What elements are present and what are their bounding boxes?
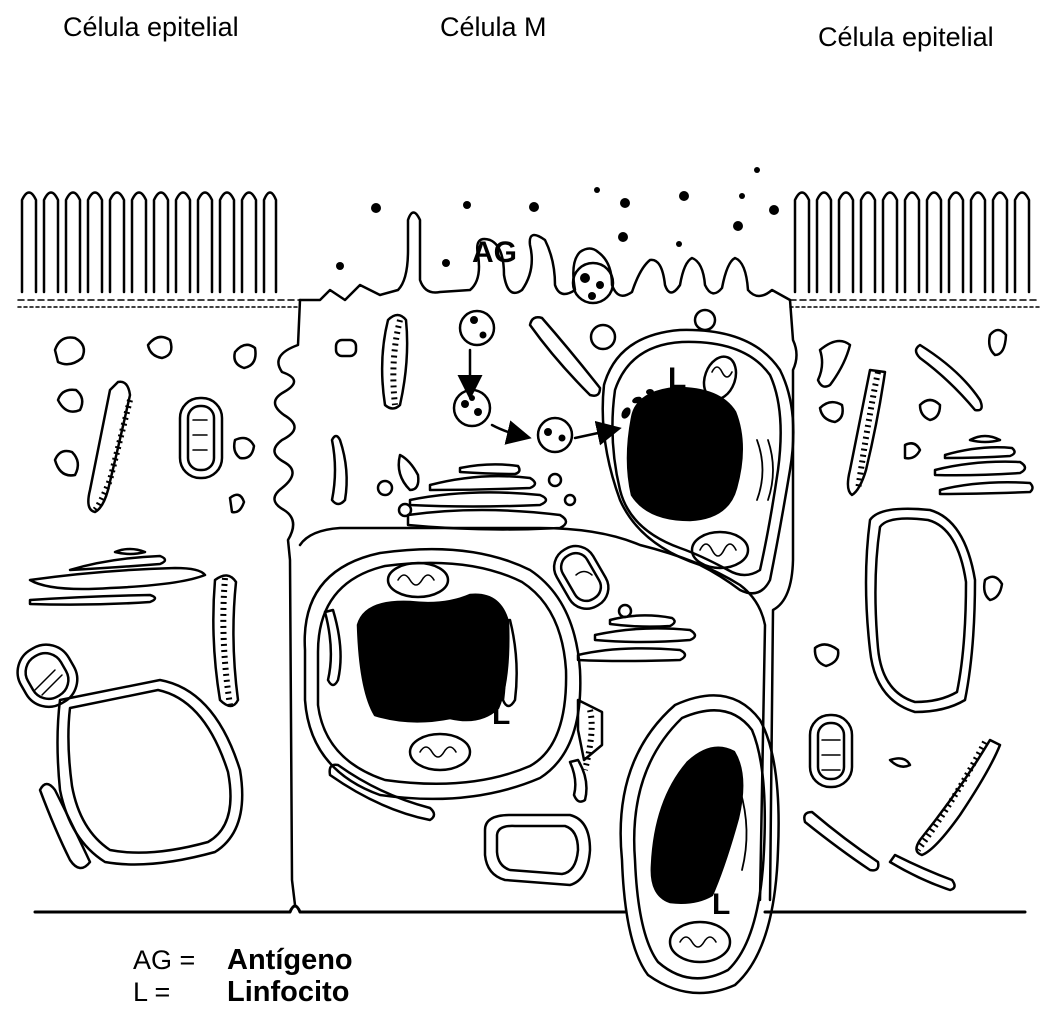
legend-abbr: L = (133, 977, 227, 1008)
organelles-right-cell (804, 330, 1032, 890)
lymphocyte-middle (305, 549, 581, 799)
label-lymphocyte-top: L (668, 362, 686, 395)
basement-membrane (35, 906, 625, 912)
m-cell-apical-membrane (300, 213, 790, 301)
lymphocyte-top (603, 330, 794, 593)
label-lymphocyte-bottom: L (712, 888, 730, 921)
label-lymphocyte-middle: L (492, 698, 510, 731)
legend-text: Antígeno (227, 944, 353, 976)
legend-row-antigen: AG =Antígeno (133, 944, 353, 977)
lymphocyte-bottom (621, 695, 779, 993)
microvilli-right (790, 193, 1040, 308)
legend-row-lymphocyte: L =Linfocito (133, 976, 349, 1009)
legend-text: Linfocito (227, 976, 349, 1008)
boundary-left-m (274, 300, 300, 905)
boundary-right-m (770, 300, 797, 900)
legend-abbr: AG = (133, 945, 227, 976)
antigen-vesicles (454, 263, 613, 452)
organelles-left-cell (8, 337, 255, 868)
label-antigen: AG (472, 236, 517, 269)
microvilli-left (18, 193, 300, 308)
